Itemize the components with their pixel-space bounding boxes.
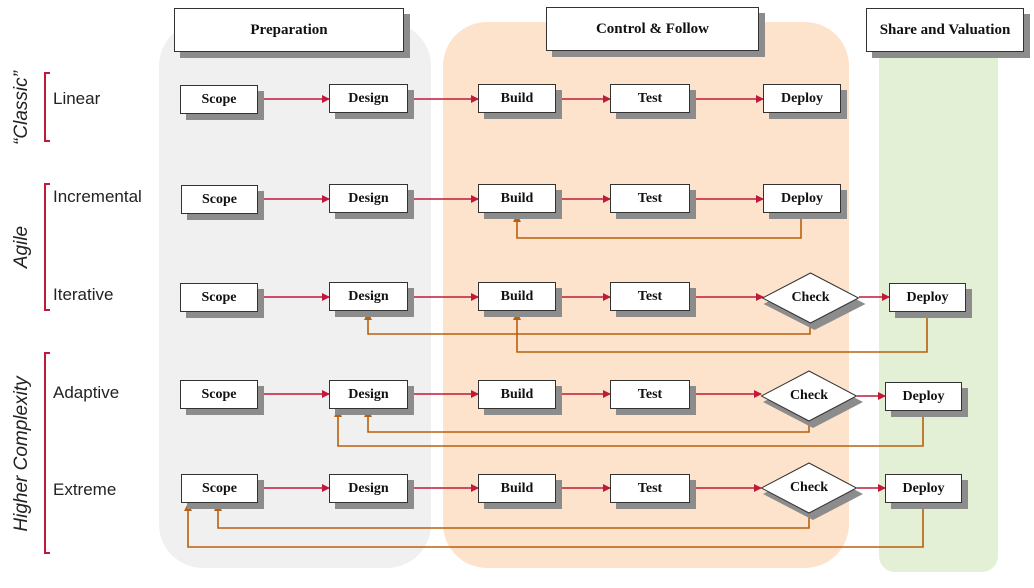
agile-bracket <box>44 183 46 311</box>
iterative-design-box: Design <box>329 282 408 311</box>
iterative-build-box: Build <box>478 282 556 311</box>
higher-complexity-bracket-bottom <box>44 552 50 554</box>
row-label-linear: Linear <box>53 89 101 108</box>
row-label-incremental: Incremental <box>53 187 142 206</box>
feedback-adaptive-check-design <box>364 409 810 433</box>
feedback-iterative-check-design <box>364 312 811 335</box>
linear-deploy-box: Deploy <box>763 84 841 113</box>
incremental-test-box: Test <box>610 184 690 213</box>
classic-bracket <box>44 72 46 142</box>
linear-test-box: Test <box>610 84 690 113</box>
incremental-deploy-box: Deploy <box>763 184 841 213</box>
classic-bracket-bottom <box>44 140 50 142</box>
classic-bracket-top <box>44 72 50 74</box>
linear-design-box: Design <box>329 84 408 113</box>
adaptive-check-diamond: Check <box>760 370 863 428</box>
extreme-deploy-box: Deploy <box>885 474 962 503</box>
adaptive-scope-box: Scope <box>180 380 258 409</box>
feedback-incremental-deploy-build <box>513 214 802 239</box>
adaptive-check-label: Check <box>789 388 829 403</box>
feedback-extreme-deploy-scope <box>184 503 924 548</box>
feedback-extreme-check-scope <box>214 503 810 529</box>
extreme-check-shape <box>760 462 863 520</box>
extreme-design-box: Design <box>329 474 408 503</box>
agile-bracket-top <box>44 183 50 185</box>
extreme-check-diamond: Check <box>760 462 863 520</box>
feedback-adaptive-deploy-design <box>334 409 924 447</box>
linear-build-box: Build <box>478 84 556 113</box>
iterative-deploy-box: Deploy <box>889 283 966 312</box>
extreme-build-box: Build <box>478 474 556 503</box>
iterative-test-box: Test <box>610 282 690 311</box>
row-label-iterative: Iterative <box>53 285 114 304</box>
incremental-scope-box: Scope <box>181 185 258 214</box>
adaptive-check-shape <box>760 370 863 428</box>
phase-header-share-valuation: Share and Valuation <box>866 8 1024 52</box>
iterative-check-label: Check <box>791 290 830 305</box>
row-label-extreme: Extreme <box>53 480 117 499</box>
higher-complexity-bracket <box>44 352 46 554</box>
iterative-scope-box: Scope <box>180 283 258 312</box>
row-label-adaptive: Adaptive <box>53 383 120 402</box>
incremental-design-box: Design <box>329 184 408 213</box>
phase-header-control-follow: Control & Follow <box>546 7 759 51</box>
adaptive-test-box: Test <box>610 380 690 409</box>
extreme-check-label: Check <box>789 480 829 495</box>
adaptive-design-box: Design <box>329 380 408 409</box>
adaptive-build-box: Build <box>478 380 556 409</box>
feedback-iterative-deploy-build <box>513 312 928 353</box>
agile-bracket-bottom <box>44 309 50 311</box>
higher-complexity-bracket-top <box>44 352 50 354</box>
adaptive-deploy-box: Deploy <box>885 382 962 411</box>
extreme-test-box: Test <box>610 474 690 503</box>
linear-scope-box: Scope <box>180 85 258 114</box>
iterative-check-shape <box>761 272 866 330</box>
incremental-build-box: Build <box>478 184 556 213</box>
iterative-check-diamond: Check <box>761 272 866 330</box>
extreme-scope-box: Scope <box>181 474 258 503</box>
phase-header-preparation: Preparation <box>174 8 404 52</box>
